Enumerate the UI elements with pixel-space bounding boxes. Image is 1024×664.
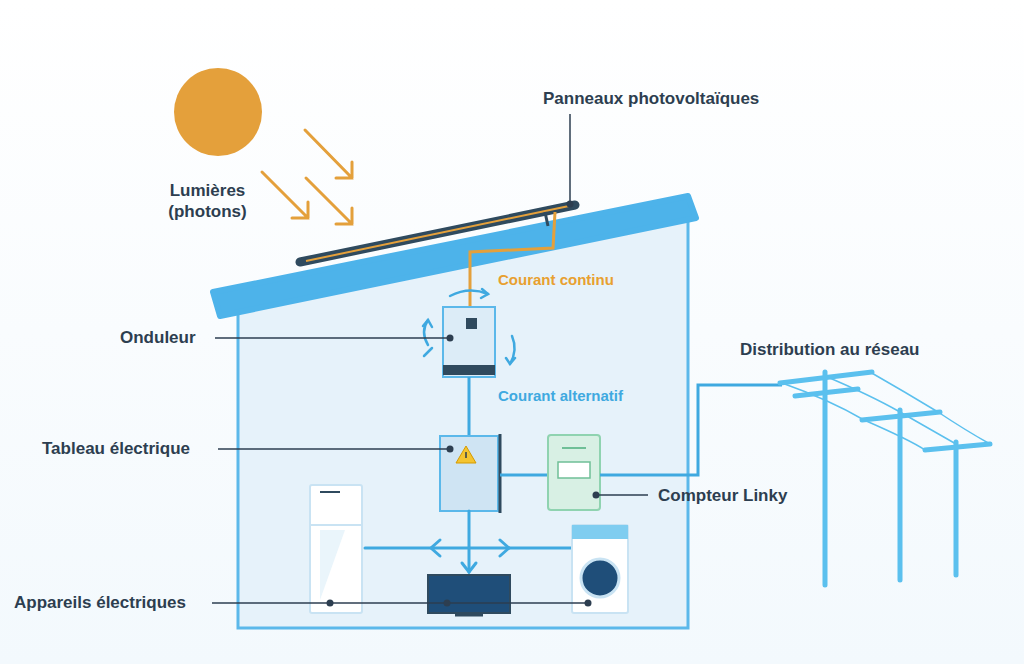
meter-wire bbox=[500, 474, 548, 477]
solar-panel bbox=[300, 205, 575, 262]
roof bbox=[213, 196, 696, 316]
sun bbox=[174, 68, 262, 156]
part-name: Panneaux photovoltaïques bbox=[543, 88, 759, 109]
inverter-base bbox=[443, 365, 495, 375]
current-label: Courant continu bbox=[498, 271, 614, 290]
part-name: Compteur Linky bbox=[658, 485, 787, 506]
part-name: Distribution au réseau bbox=[740, 339, 919, 360]
linky-meter bbox=[548, 435, 600, 510]
meter-brand bbox=[562, 447, 586, 449]
power-lines bbox=[782, 372, 990, 450]
television bbox=[428, 575, 510, 613]
part-name: Tableau électrique bbox=[42, 438, 190, 459]
panel-support bbox=[545, 212, 548, 226]
washer-door bbox=[581, 559, 619, 597]
fridge-shine bbox=[320, 530, 345, 600]
fridge-divider bbox=[310, 524, 362, 526]
electrical-panel bbox=[440, 436, 498, 511]
washer-control bbox=[572, 525, 628, 539]
washing-machine bbox=[572, 525, 628, 613]
solar-panel-cells bbox=[306, 206, 569, 261]
light-label: Lumières (photons) bbox=[155, 180, 260, 223]
ac-wire bbox=[468, 377, 471, 436]
light-arrows bbox=[262, 130, 352, 224]
part-name: Appareils électriques bbox=[14, 592, 186, 613]
meter-display bbox=[558, 462, 590, 478]
fridge-handle bbox=[320, 491, 340, 493]
inverter bbox=[443, 307, 495, 377]
inverter-screen bbox=[466, 318, 477, 329]
fridge bbox=[310, 485, 362, 613]
leader-lines bbox=[212, 114, 648, 603]
warning-mark bbox=[465, 452, 467, 458]
current-label: Courant alternatif bbox=[498, 387, 623, 406]
conversion-arrows bbox=[423, 289, 515, 364]
appliance-wiring bbox=[365, 511, 572, 572]
grid-wire bbox=[600, 385, 782, 475]
part-name: Onduleur bbox=[120, 327, 196, 348]
tv-stand bbox=[455, 614, 483, 617]
power-poles bbox=[780, 372, 990, 585]
warning-sign bbox=[456, 446, 476, 463]
